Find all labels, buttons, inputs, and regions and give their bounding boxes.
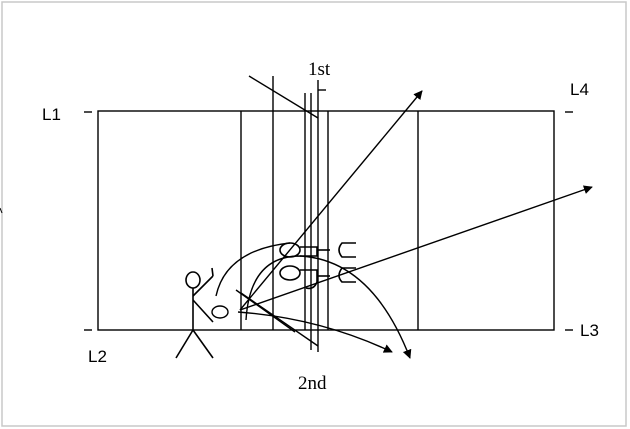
tick-marks bbox=[84, 89, 573, 331]
attacker-figure bbox=[175, 267, 214, 359]
label-l1: L1 bbox=[42, 105, 61, 124]
stray-mark bbox=[0, 207, 3, 214]
arrow-line-shot bbox=[239, 185, 593, 311]
label-l4: L4 bbox=[570, 80, 589, 99]
blocker-lower bbox=[279, 265, 356, 290]
court-boundary bbox=[97, 110, 555, 331]
arrow-deep-cross bbox=[239, 90, 423, 311]
arrow-approach-stroke bbox=[235, 289, 296, 333]
arc-high-set bbox=[215, 242, 291, 297]
attacker-head bbox=[185, 271, 201, 289]
label-l2: L2 bbox=[88, 347, 107, 366]
blocker-upper bbox=[279, 242, 356, 258]
ball bbox=[211, 305, 229, 319]
arrow-short-cross bbox=[237, 311, 393, 353]
blockers bbox=[279, 242, 356, 290]
label-l3: L3 bbox=[580, 321, 599, 340]
label-first: 1st bbox=[308, 59, 331, 80]
net bbox=[240, 75, 319, 352]
label-second: 2nd bbox=[298, 373, 327, 394]
